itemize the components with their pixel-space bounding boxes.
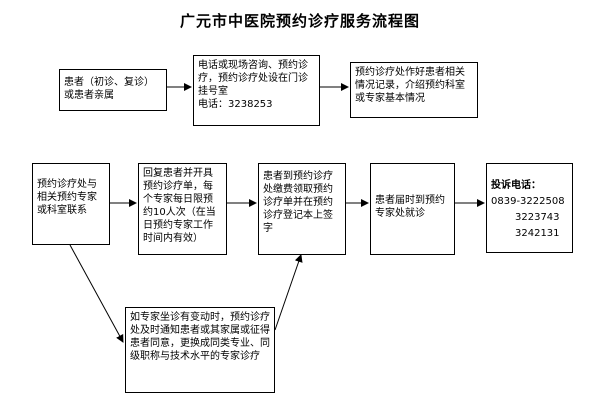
arrow-contact-to-change xyxy=(69,244,124,343)
visit-expert-text: 患者届时到预约专家处就诊 xyxy=(375,195,445,219)
arrow-change-to-pay xyxy=(274,254,303,331)
phone-number-text: 电话：3238253 xyxy=(198,99,273,110)
patient-text: 患者（初诊、复诊）或患者亲属 xyxy=(64,77,154,101)
pay-register-box: 患者到预约诊疗处缴费领取预约诊疗单并在预约诊疗登记本上签字 xyxy=(258,163,346,255)
complaint-box: 投诉电话： 0839-3222508 3223743 3242131 xyxy=(486,163,573,253)
expert-change-text: 如专家坐诊有变动时，预约诊疗处及时通知患者或其家属或征得患者同意，更换成同类专业… xyxy=(130,312,270,362)
visit-expert-box: 患者届时到预约专家处就诊 xyxy=(370,163,455,255)
complaint-phone-2: 3223743 xyxy=(515,212,560,223)
pay-register-text: 患者到预约诊疗处缴费领取预约诊疗单并在预约诊疗登记本上签字 xyxy=(263,171,333,234)
contact-expert-box: 预约诊疗处与相关预约专家或科室联系 xyxy=(32,163,110,245)
register-info-box: 预约诊疗处作好患者相关情况记录，介绍预约科室或专家基本情况 xyxy=(350,62,478,118)
phone-consult-text: 电话或现场咨询、预约诊疗，预约诊疗处设在门诊挂号室 xyxy=(198,60,308,97)
reply-patient-text: 回复患者并开具预约诊疗单，每个专家每日限预约10人次（在当日预约专家工作时间内有… xyxy=(143,168,216,244)
complaint-phone-1: 0839-3222508 xyxy=(491,196,565,207)
patient-box: 患者（初诊、复诊）或患者亲属 xyxy=(59,69,167,111)
expert-change-box: 如专家坐诊有变动时，预约诊疗处及时通知患者或其家属或征得患者同意，更换成同类专业… xyxy=(125,307,275,393)
complaint-phone-3: 3242131 xyxy=(515,228,560,239)
complaint-label: 投诉电话： xyxy=(491,180,541,191)
reply-patient-box: 回复患者并开具预约诊疗单，每个专家每日限预约10人次（在当日预约专家工作时间内有… xyxy=(138,163,227,255)
contact-expert-text: 预约诊疗处与相关预约专家或科室联系 xyxy=(37,179,97,216)
page-title: 广元市中医院预约诊疗服务流程图 xyxy=(179,12,420,30)
phone-consult-box: 电话或现场咨询、预约诊疗，预约诊疗处设在门诊挂号室 电话：3238253 xyxy=(193,55,320,126)
register-info-text: 预约诊疗处作好患者相关情况记录，介绍预约科室或专家基本情况 xyxy=(355,67,465,104)
